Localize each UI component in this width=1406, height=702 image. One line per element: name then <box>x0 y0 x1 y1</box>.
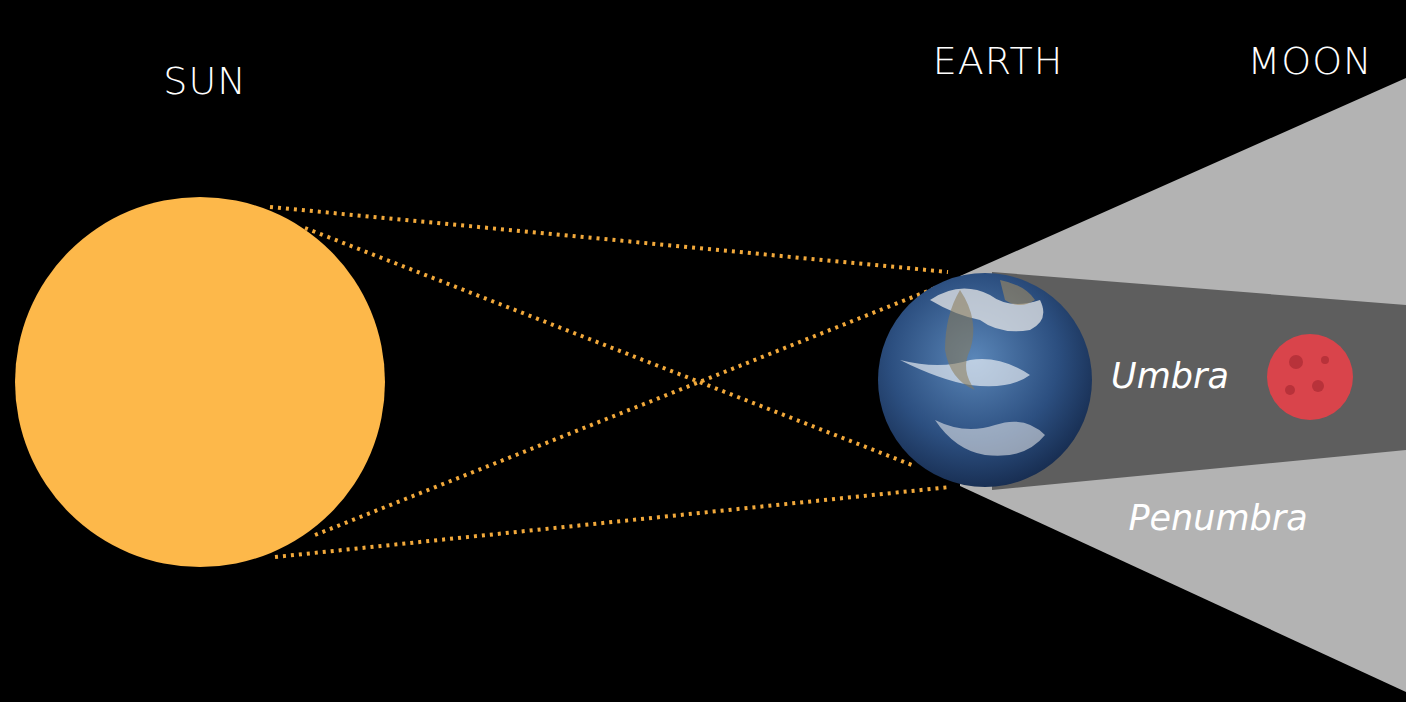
sun-disc <box>15 197 385 567</box>
body-label: MOON <box>1247 41 1372 83</box>
region-label: Penumbra <box>1128 499 1307 538</box>
body-label: SUN <box>163 61 246 103</box>
light-rays <box>270 207 950 557</box>
earth-globe <box>878 273 1092 487</box>
moon-disc <box>1267 334 1353 420</box>
body-label: EARTH <box>933 41 1063 83</box>
region-label: Umbra <box>1111 357 1229 396</box>
